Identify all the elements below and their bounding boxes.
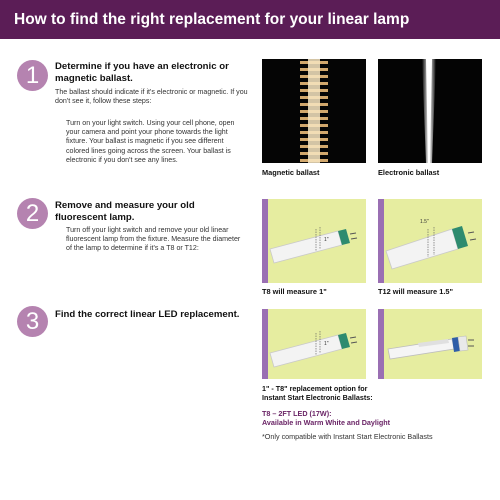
t12-measure-image: 1.5" <box>378 199 482 283</box>
led-tube-image <box>378 309 482 379</box>
step-1-detail: Turn on your light switch. Using your ce… <box>66 119 235 164</box>
replacement-option-label: 1" - T8" replacement option for Instant … <box>262 384 373 402</box>
step-3-number: 3 <box>17 306 48 337</box>
t8-measure-label: 1" <box>324 237 329 243</box>
t8-caption: T8 will measure 1" <box>262 287 327 296</box>
compatibility-footnote: *Only compatible with Instant Start Elec… <box>262 432 433 441</box>
step-1-intro: The ballast should indicate if it's elec… <box>55 88 248 106</box>
t12-measure-label: 1.5" <box>420 219 429 225</box>
magnetic-ballast-image <box>262 59 366 163</box>
step-1-title: Determine if you have an electronic or m… <box>55 61 229 84</box>
t8-measure-image: 1" <box>262 199 366 283</box>
electronic-ballast-image <box>378 59 482 163</box>
magnetic-ballast-caption: Magnetic ballast <box>262 168 320 177</box>
step-2-number: 2 <box>17 198 48 229</box>
electronic-ballast-caption: Electronic ballast <box>378 168 440 177</box>
page-header: How to find the right replacement for yo… <box>0 0 500 39</box>
step-3-title: Find the correct linear LED replacement. <box>55 309 240 320</box>
t8-tube-image: 1" <box>262 309 366 379</box>
step-1-number: 1 <box>17 60 48 91</box>
step-2-title: Remove and measure your old fluorescent … <box>55 200 195 223</box>
step3-measure-label: 1" <box>324 341 329 347</box>
product-name: T8 – 2FT LED (17W): <box>262 409 332 418</box>
page-title: How to find the right replacement for yo… <box>14 11 410 28</box>
product-availability: Available in Warm White and Daylight <box>262 418 391 427</box>
t12-caption: T12 will measure 1.5" <box>378 287 453 296</box>
step-2-detail: Turn off your light switch and remove yo… <box>66 226 241 253</box>
